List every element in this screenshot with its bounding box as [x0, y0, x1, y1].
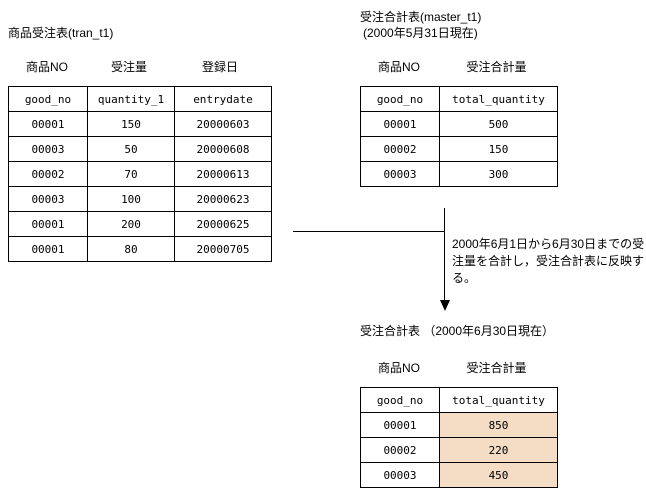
cell-entrydate: 20000613 [174, 161, 272, 187]
cell-total-quantity: 500 [439, 111, 558, 137]
master-table: good_no total_quantity 00001 500 00002 1… [360, 86, 558, 187]
table-row: 00001 80 20000705 [8, 236, 272, 262]
cell-quantity: 200 [87, 211, 175, 237]
cell-entrydate: 20000603 [174, 111, 272, 137]
cell-total-quantity: 300 [439, 161, 558, 187]
table-row: 00001 200 20000625 [8, 211, 272, 237]
flow-connector-horizontal-line [293, 231, 445, 232]
tran-column-label-quantity: 受注量 [110, 60, 147, 74]
tran-table-caption: 商品受注表(tran_t1) [8, 26, 114, 40]
table-row: 00003 450 [360, 462, 558, 488]
table-row: 00003 100 20000623 [8, 186, 272, 212]
cell-good-no: 00002 [8, 161, 88, 187]
cell-entrydate: 20000625 [174, 211, 272, 237]
result-table-caption: 受注合計表 （2000年6月30日現在） [360, 324, 555, 338]
cell-good-no: 00002 [360, 136, 440, 162]
result-column-label-goodno: 商品NO [377, 361, 420, 375]
column-header: entrydate [174, 86, 272, 112]
result-table: good_no total_quantity 00001 850 00002 2… [360, 387, 558, 488]
master-column-label-goodno: 商品NO [377, 60, 420, 74]
cell-quantity: 50 [87, 136, 175, 162]
cell-good-no: 00003 [8, 186, 88, 212]
cell-good-no: 00003 [360, 462, 440, 488]
table-row: 00001 150 20000603 [8, 111, 272, 137]
tran-column-label-entrydate: 登録日 [201, 60, 238, 74]
cell-total-quantity-highlighted: 450 [439, 462, 558, 488]
cell-entrydate: 20000608 [174, 136, 272, 162]
cell-good-no: 00003 [360, 161, 440, 187]
cell-good-no: 00001 [8, 211, 88, 237]
column-header: good_no [360, 86, 440, 112]
result-column-label-total: 受注合計量 [466, 361, 527, 375]
table-row: 00002 220 [360, 437, 558, 463]
table-header-row: good_no total_quantity [360, 86, 558, 112]
cell-good-no: 00001 [8, 236, 88, 262]
cell-entrydate: 20000705 [174, 236, 272, 262]
table-row: 00001 850 [360, 412, 558, 438]
cell-good-no: 00001 [8, 111, 88, 137]
table-row: 00001 500 [360, 111, 558, 137]
flow-arrow-vertical-line [444, 208, 445, 302]
cell-total-quantity: 150 [439, 136, 558, 162]
column-header: total_quantity [439, 387, 558, 413]
process-note: 2000年6月1日から6月30日までの受注量を合計し，受注合計表に反映する。 [452, 237, 645, 285]
cell-entrydate: 20000623 [174, 186, 272, 212]
flow-arrow-head [440, 300, 450, 311]
table-row: 00002 70 20000613 [8, 161, 272, 187]
column-header: total_quantity [439, 86, 558, 112]
table-row: 00003 50 20000608 [8, 136, 272, 162]
cell-quantity: 80 [87, 236, 175, 262]
column-header: quantity_1 [87, 86, 175, 112]
master-column-label-total: 受注合計量 [466, 60, 527, 74]
table-header-row: good_no quantity_1 entrydate [8, 86, 272, 112]
tran-table: good_no quantity_1 entrydate 00001 150 2… [8, 86, 272, 262]
cell-good-no: 00002 [360, 437, 440, 463]
cell-quantity: 70 [87, 161, 175, 187]
cell-good-no: 00001 [360, 111, 440, 137]
cell-quantity: 150 [87, 111, 175, 137]
table-row: 00002 150 [360, 136, 558, 162]
table-row: 00003 300 [360, 161, 558, 187]
column-header: good_no [8, 86, 88, 112]
cell-good-no: 00001 [360, 412, 440, 438]
master-table-caption-line1: 受注合計表(master_t1) [360, 10, 482, 24]
tran-column-label-goodno: 商品NO [25, 60, 68, 74]
cell-good-no: 00003 [8, 136, 88, 162]
cell-quantity: 100 [87, 186, 175, 212]
column-header: good_no [360, 387, 440, 413]
master-table-caption-line2: (2000年5月31日現在) [363, 26, 478, 40]
table-header-row: good_no total_quantity [360, 387, 558, 413]
cell-total-quantity-highlighted: 850 [439, 412, 558, 438]
cell-total-quantity-highlighted: 220 [439, 437, 558, 463]
